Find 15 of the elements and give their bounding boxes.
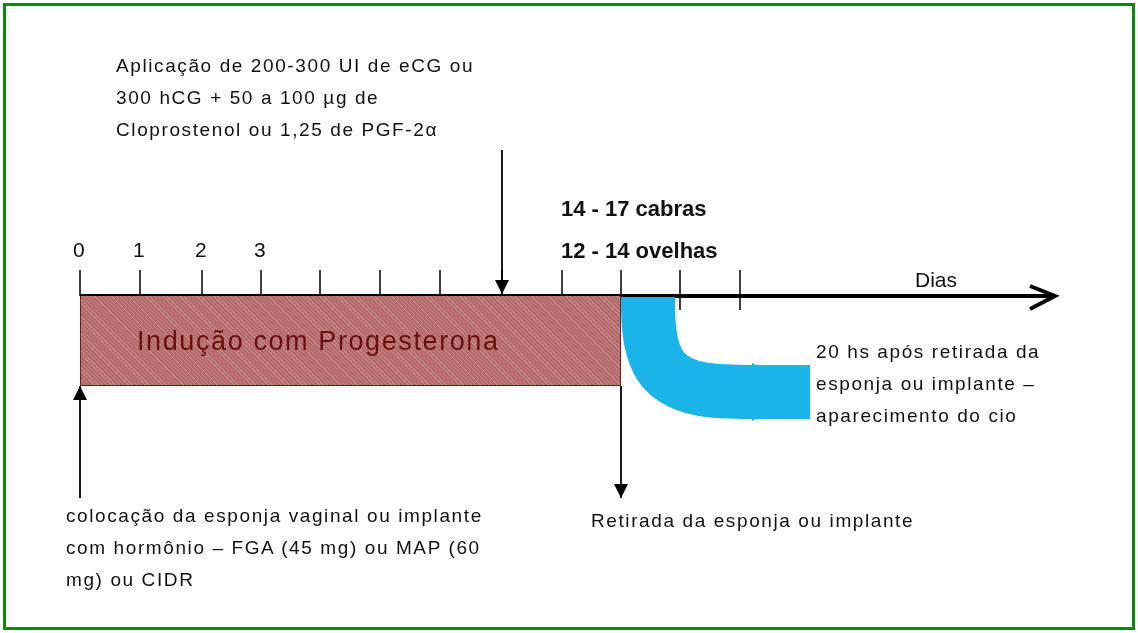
day-range-label: 12 - 14 ovelhas <box>561 238 718 264</box>
annotation-text: 20 hs após retirada da esponja ou implante – aparecimento do cio <box>816 336 1116 434</box>
tick-label: 3 <box>254 238 266 262</box>
annotation-text: Aplicação de 200-300 UI de eCG ou 300 hCG + 50 a 100 µg de Cloprostenol ou 1,25 de PGF-2α <box>116 50 508 148</box>
arrow <box>614 385 628 499</box>
day-range-label: 14 - 17 cabras <box>561 196 707 222</box>
arrow <box>73 385 87 499</box>
tick-label: 0 <box>73 238 85 262</box>
tick-label: 1 <box>133 238 145 262</box>
annotation-text: Retirada da esponja ou implante <box>591 505 1011 539</box>
axis-label: Dias <box>915 268 957 292</box>
arrow <box>495 149 509 295</box>
annotation-text: colocação da esponja vaginal ou implante com hormônio – FGA (45 mg) ou MAP (60 mg) ou CIDR <box>66 500 486 598</box>
tick-label: 2 <box>195 238 207 262</box>
progesterone-bar: Indução com Progesterona <box>80 296 621 386</box>
